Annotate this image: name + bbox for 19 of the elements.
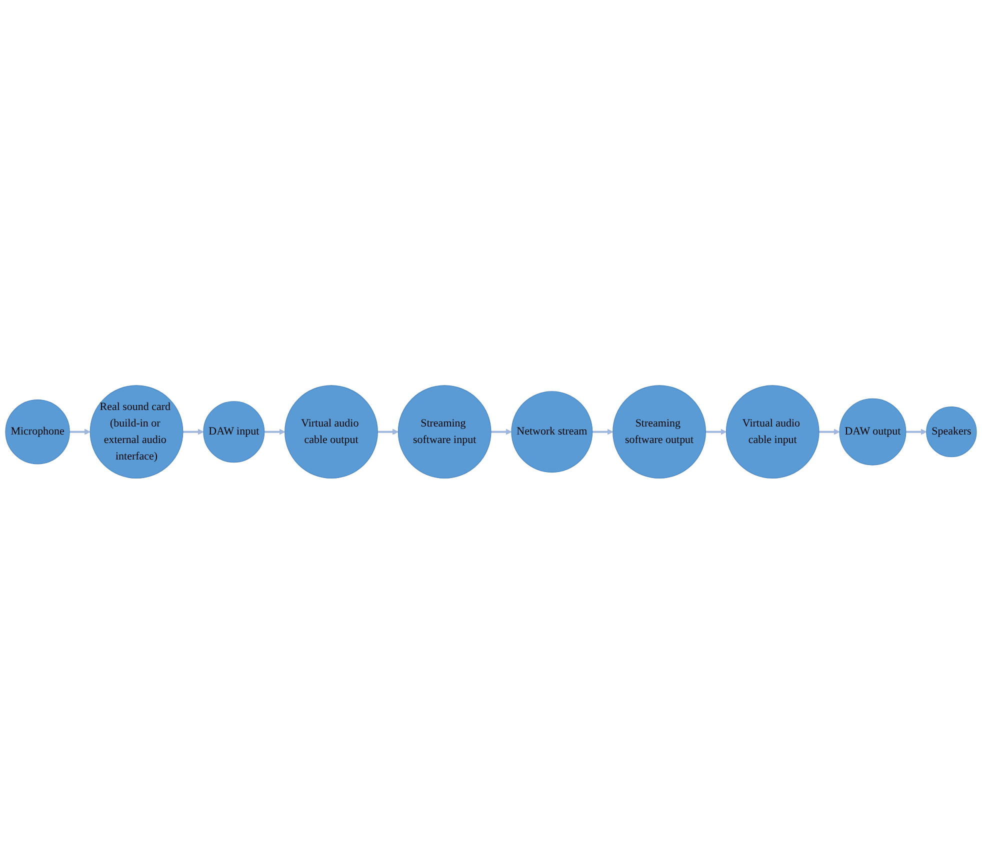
arrow: [706, 428, 727, 435]
node-circle: Real sound card (build-in or external audio interface): [90, 384, 184, 478]
node-circle: DAW input: [203, 400, 265, 462]
arrow: [592, 428, 614, 435]
arrow: [490, 428, 512, 435]
arrow: [378, 428, 398, 435]
node-circle: Virtual audio cable input: [726, 384, 820, 478]
arrow: [264, 428, 286, 435]
arrow: [818, 428, 840, 435]
node-circle: Network stream: [511, 390, 593, 472]
arrow: [906, 428, 927, 435]
node-circle: Virtual audio cable output: [284, 384, 378, 478]
node-circle: Streaming software output: [612, 384, 706, 478]
arrow: [182, 428, 204, 435]
node-circle: Streaming software input: [398, 384, 492, 478]
node-circle: Microphone: [5, 399, 70, 464]
node-circle: DAW output: [839, 398, 906, 465]
node-circle: Speakers: [926, 406, 977, 457]
arrow: [70, 428, 90, 435]
